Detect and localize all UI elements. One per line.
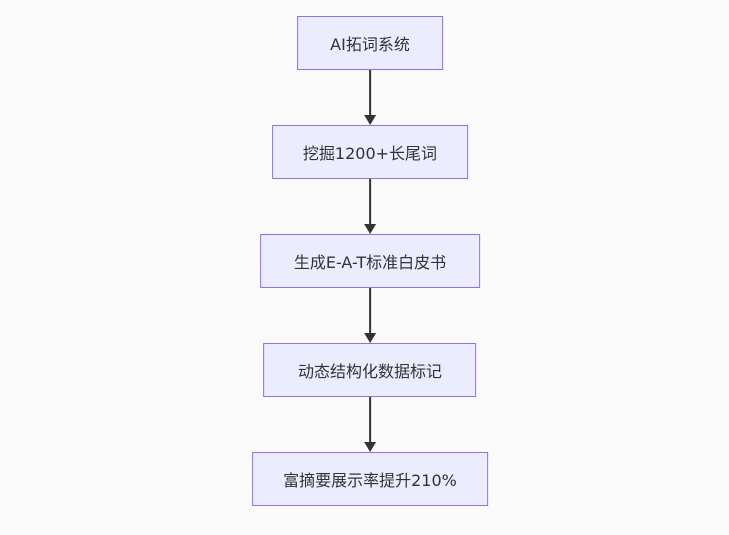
arrow-line xyxy=(369,288,371,334)
arrow-line xyxy=(369,179,371,225)
flow-node-label: 富摘要展示率提升210% xyxy=(283,471,457,490)
flow-arrow xyxy=(364,179,376,234)
arrow-head-icon xyxy=(364,224,376,234)
flow-node-label: 动态结构化数据标记 xyxy=(297,362,442,381)
arrow-line xyxy=(369,397,371,443)
flow-node-label: 挖掘1200+长尾词 xyxy=(302,144,438,163)
flow-node-label: AI拓词系统 xyxy=(330,35,410,54)
arrow-head-icon xyxy=(364,115,376,125)
arrow-head-icon xyxy=(364,442,376,452)
arrow-line xyxy=(369,70,371,116)
flow-node-dynamic-structured-data-markup: 动态结构化数据标记 xyxy=(263,343,477,397)
flow-node-rich-snippet-rate-increase: 富摘要展示率提升210% xyxy=(252,452,488,506)
flowchart: AI拓词系统 挖掘1200+长尾词 生成E-A-T标准白皮书 动态结构化数据标记… xyxy=(252,16,488,506)
flow-node-generate-eat-whitepaper: 生成E-A-T标准白皮书 xyxy=(260,234,480,288)
flow-node-ai-word-expansion-system: AI拓词系统 xyxy=(297,16,443,70)
arrow-head-icon xyxy=(364,333,376,343)
flow-arrow xyxy=(364,397,376,452)
flow-node-label: 生成E-A-T标准白皮书 xyxy=(293,253,447,272)
flow-arrow xyxy=(364,70,376,125)
flow-arrow xyxy=(364,288,376,343)
flow-node-mine-longtail-keywords: 挖掘1200+长尾词 xyxy=(271,125,469,179)
